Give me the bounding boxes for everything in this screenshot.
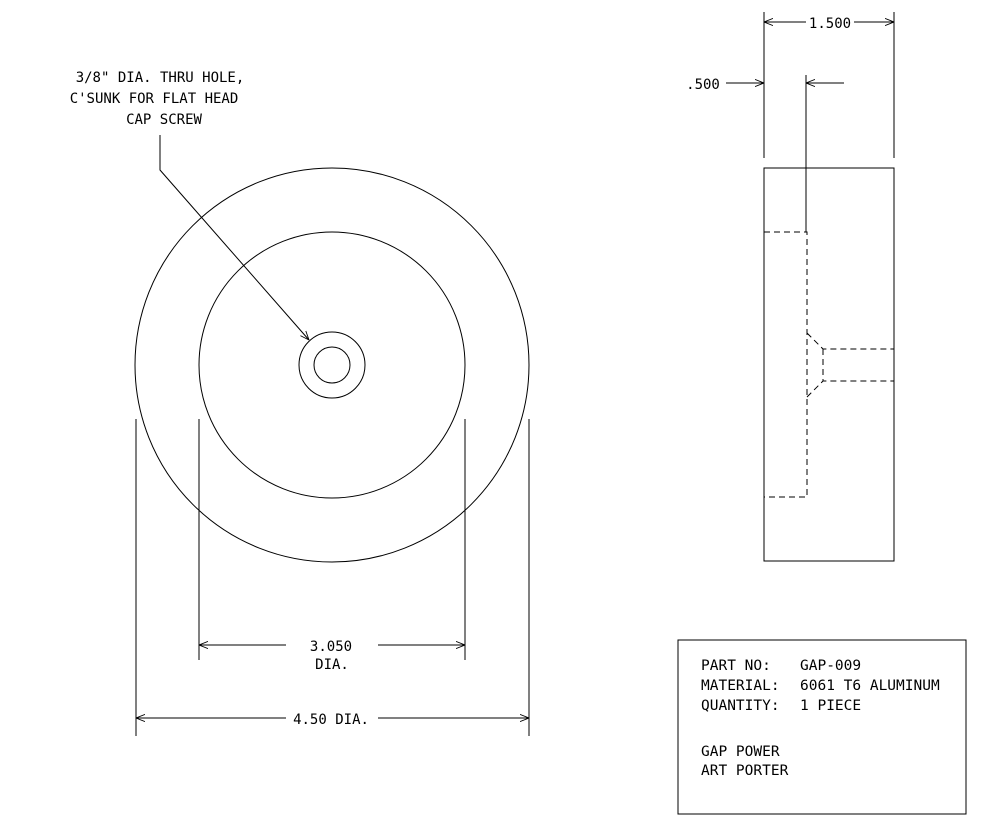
material-value: 6061 T6 ALUMINUM — [800, 678, 940, 694]
dim-text-outer-dia: 4.50 DIA. — [293, 712, 369, 728]
countersink-circle — [298, 331, 366, 399]
recess-circle — [198, 231, 466, 499]
thru-hole-circle — [313, 346, 351, 384]
outer-circle — [134, 167, 530, 563]
note-line-2: C'SUNK FOR FLAT HEAD — [70, 91, 239, 107]
quantity-value: 1 PIECE — [800, 698, 861, 714]
front-view — [134, 167, 530, 563]
material-label: MATERIAL: — [701, 678, 780, 694]
note-line-3: CAP SCREW — [126, 112, 202, 128]
company-line-2: ART PORTER — [701, 763, 789, 779]
note-line-1: 3/8" DIA. THRU HOLE, — [76, 70, 245, 86]
side-view — [763, 167, 895, 562]
hidden-lines — [764, 231, 894, 498]
dim-text-recess-depth: .500 — [686, 77, 720, 93]
recess-hidden-line — [764, 231, 808, 498]
dim-text-width: 1.500 — [809, 16, 851, 32]
dim-text-inner-dia-suffix: DIA. — [315, 657, 349, 673]
quantity-label: QUANTITY: — [701, 698, 780, 714]
dim-text-inner-dia: 3.050 — [310, 639, 352, 655]
part-no-value: GAP-009 — [800, 658, 861, 674]
countersink-hidden-upper — [806, 332, 894, 350]
part-no-label: PART NO: — [701, 658, 771, 674]
company-line-1: GAP POWER — [701, 744, 780, 760]
title-block-border — [677, 639, 967, 815]
side-body — [763, 167, 895, 562]
countersink-hidden-lower — [806, 380, 894, 398]
note-leader — [159, 135, 309, 340]
